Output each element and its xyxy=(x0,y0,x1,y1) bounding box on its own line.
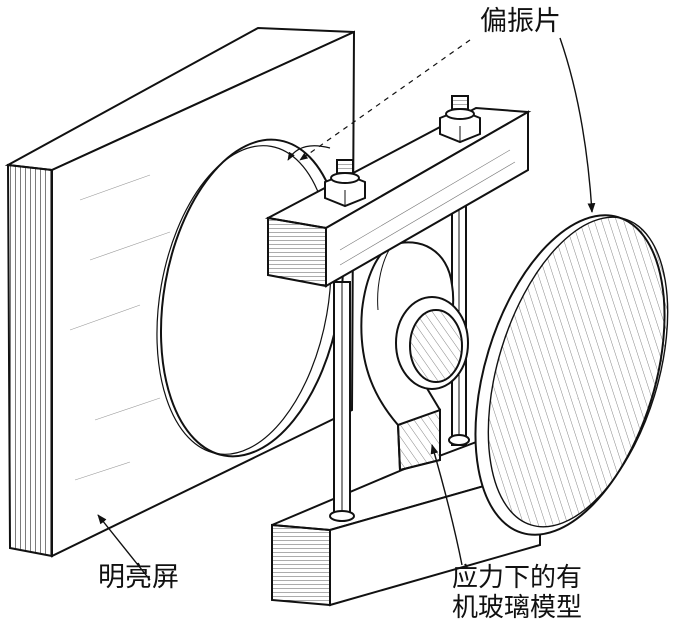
model-label-line-1: 应力下的有 xyxy=(452,563,583,593)
polarizer-label: 偏振片 xyxy=(480,6,561,37)
plexiglass-model-label: 应力下的有 机玻璃模型 xyxy=(452,563,583,624)
light-path xyxy=(287,39,471,161)
nut-front xyxy=(324,159,366,208)
polarizer-leader-arrow xyxy=(559,37,596,213)
screen-leader-arrow xyxy=(97,514,151,581)
bright-screen-label: 明亮屏 xyxy=(98,562,179,593)
model-label-line-2: 机玻璃模型 xyxy=(452,592,583,623)
nut-rear xyxy=(439,95,481,144)
model-leader-arrow xyxy=(430,444,463,566)
front-rod xyxy=(329,281,355,522)
leader-lines xyxy=(97,37,596,581)
screen-edge-face xyxy=(6,163,53,558)
right-polarizer-disc xyxy=(474,214,669,536)
plexiglass-model xyxy=(360,241,469,472)
